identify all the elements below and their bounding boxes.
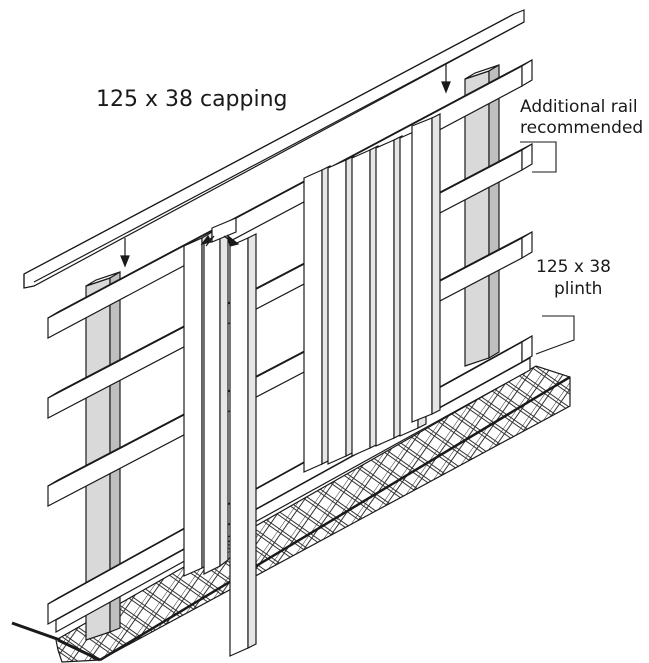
boards-right xyxy=(303,113,441,473)
capping-label: 125 x 38 capping xyxy=(96,87,288,112)
boards-left xyxy=(183,217,257,657)
ground-hatching xyxy=(11,365,571,663)
rail-label-line1: Additional rail xyxy=(520,97,638,117)
capping-arrows xyxy=(120,64,451,268)
board-overlap xyxy=(229,237,249,657)
right-post xyxy=(464,70,490,367)
leader-lines xyxy=(520,141,575,355)
plinth-label-line1: 125 x 38 xyxy=(536,257,611,277)
plinth-label-line2: plinth xyxy=(554,279,602,299)
capping xyxy=(23,9,525,289)
rail-label-line2: recommended xyxy=(520,118,643,138)
